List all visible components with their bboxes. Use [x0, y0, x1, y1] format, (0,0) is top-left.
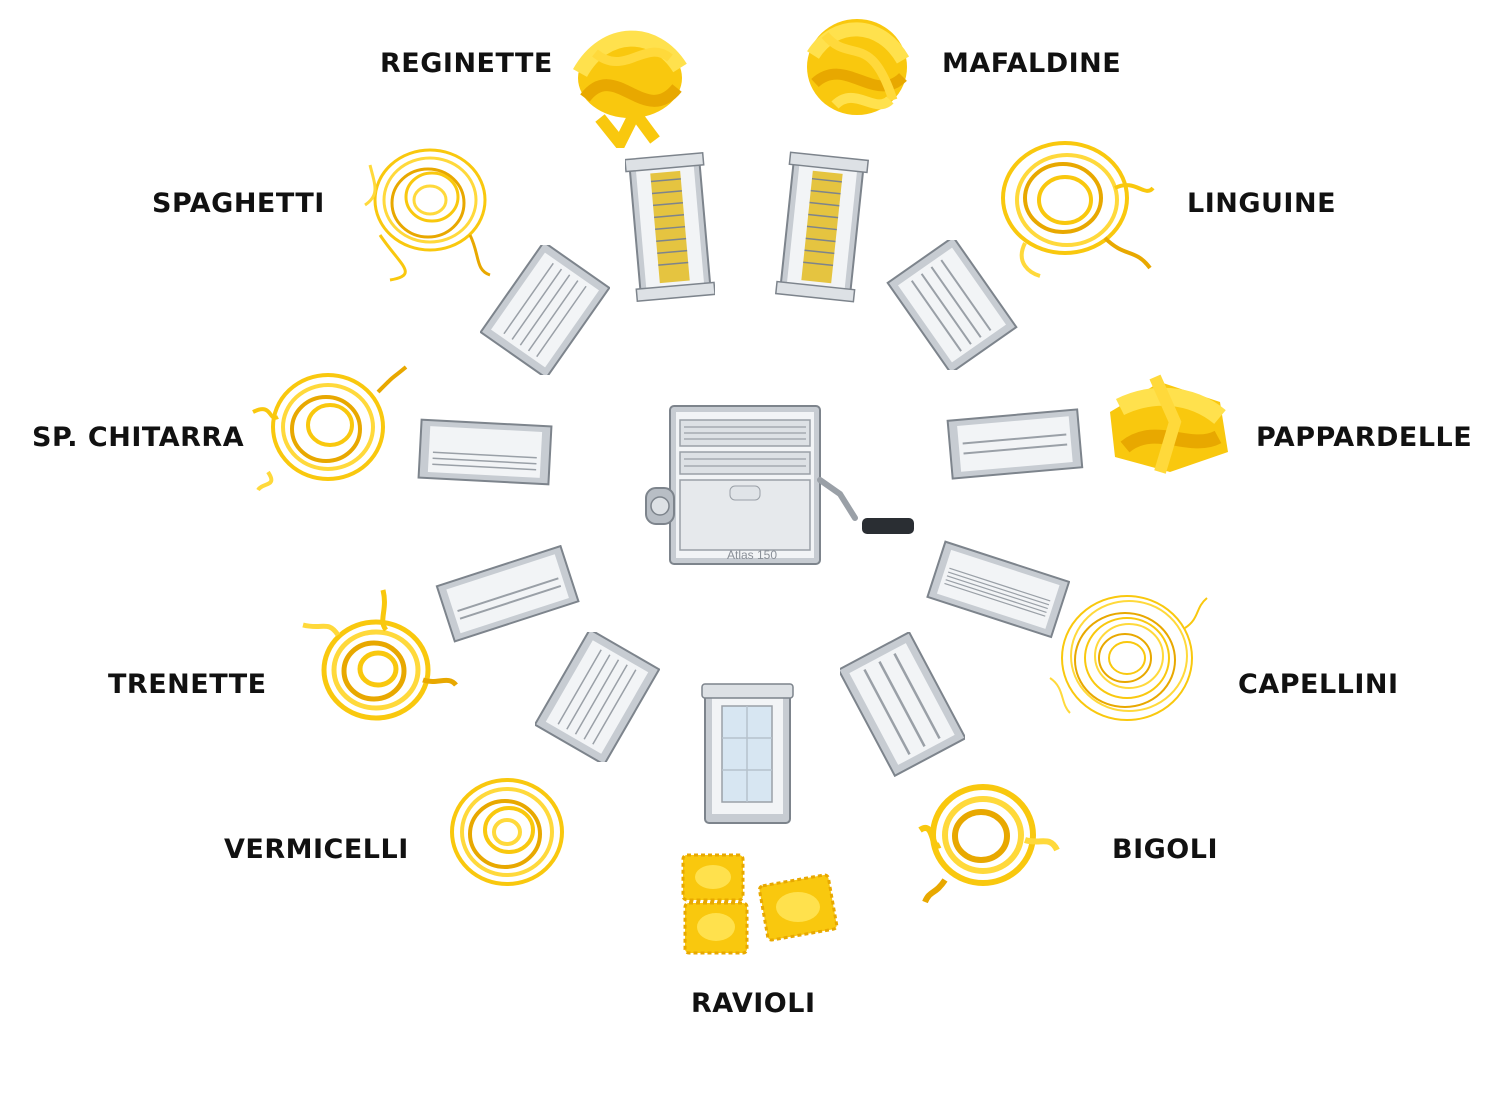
reginette-nest-icon [573, 30, 687, 148]
bigoli-nest-icon [918, 784, 1060, 904]
label-bigoli: BIGOLI [1112, 834, 1218, 865]
label-spaghetti: SPAGHETTI [152, 188, 325, 219]
label-vermicelli: VERMICELLI [224, 834, 409, 865]
label-linguine: LINGUINE [1187, 188, 1337, 219]
label-trenette: TRENETTE [108, 669, 267, 700]
vermicelli-cutter-attachment [535, 632, 660, 762]
label-ravioli: RAVIOLI [691, 988, 816, 1019]
trenette-cutter-attachment [435, 545, 580, 643]
spaghetti-nest-icon [364, 148, 491, 282]
vermicelli-nest-icon [450, 778, 564, 886]
reginette-cutter-attachment [625, 152, 715, 302]
label-reginette: REGINETTE [380, 48, 553, 79]
label-sp-chitarra: SP. CHITARRA [32, 422, 245, 453]
ravioli-icon [681, 853, 839, 955]
machine-model-label: Atlas 150 [727, 548, 778, 562]
capellini-nest-icon [1049, 595, 1208, 721]
spaghetti-cutter-attachment [480, 245, 610, 375]
label-pappardelle: PAPPARDELLE [1256, 422, 1473, 453]
sp-chitarra-cutter-attachment [417, 418, 553, 486]
trenette-nest-icon [302, 589, 458, 721]
ravioli-maker-attachment [701, 683, 794, 824]
bigoli-cutter-attachment [840, 632, 965, 777]
label-capellini: CAPELLINI [1238, 669, 1399, 700]
pasta-machine-icon [645, 405, 914, 565]
linguine-cutter-attachment [886, 240, 1018, 370]
sp-chitarra-nest-icon [252, 365, 408, 492]
capellini-cutter-attachment [926, 540, 1070, 639]
pappardelle-nest-icon [1110, 374, 1228, 474]
mafaldine-nest-icon [807, 19, 910, 115]
label-mafaldine: MAFALDINE [942, 48, 1122, 79]
mafaldine-cutter-attachment [775, 151, 870, 303]
linguine-nest-icon [1001, 141, 1155, 278]
pappardelle-cutter-attachment [946, 408, 1084, 480]
